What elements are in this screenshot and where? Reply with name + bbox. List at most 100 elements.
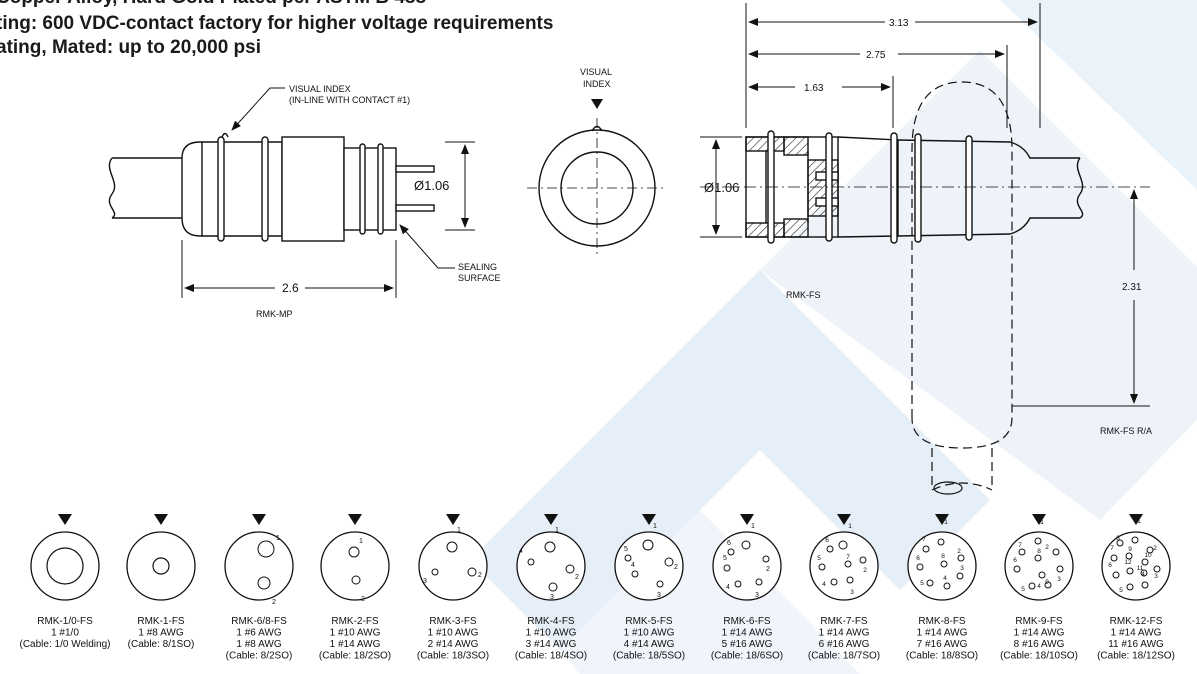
pin-number: 7 <box>922 536 926 543</box>
watermark-logo <box>470 0 1197 674</box>
face-outline <box>320 531 390 601</box>
contact-hole <box>1141 581 1149 589</box>
pin-number: 3 <box>1154 573 1158 580</box>
pin-number: 3 <box>960 565 964 572</box>
connector-spec-line: 2 #14 AWG <box>428 639 479 650</box>
front-index-label: INDEX <box>583 79 611 89</box>
pin-number: 10 <box>1144 552 1152 559</box>
pin-number: 6 <box>916 555 920 562</box>
pin-number: 5 <box>723 555 727 562</box>
contact-hole <box>656 580 664 588</box>
pin-number: 2 <box>863 567 867 574</box>
connector-spec-line: 8 #16 AWG <box>1014 639 1065 650</box>
pin-number: 3 <box>755 592 759 599</box>
spec-line-voltage: ting: 600 VDC-contact factory for higher… <box>0 13 554 34</box>
contact-hole <box>844 560 852 568</box>
pin-number: 2 <box>575 574 579 581</box>
contact-hole <box>838 540 848 550</box>
contact-hole <box>734 580 742 588</box>
pin-number: 5 <box>920 580 924 587</box>
contact-hole <box>755 578 763 586</box>
connector-part-name: RMK-6/8-FS <box>231 616 287 627</box>
pin-number: 11 <box>1137 565 1144 572</box>
contact-hole <box>956 572 964 580</box>
pin-number: 9 <box>1045 579 1049 586</box>
contact-hole <box>957 554 965 562</box>
contact-hole <box>1110 554 1118 562</box>
index-marker <box>252 514 266 525</box>
fs-dim-2-75: 2.75 <box>866 50 886 61</box>
contact-hole <box>723 564 731 572</box>
connector-spec-line: 3 #14 AWG <box>526 639 577 650</box>
index-marker <box>348 514 362 525</box>
contact-hole <box>1044 581 1052 589</box>
contact-hole <box>1052 548 1060 556</box>
pin-number: 1 <box>944 519 948 526</box>
contact-hole <box>846 576 854 584</box>
contact-hole <box>1126 567 1134 575</box>
index-marker <box>935 514 949 525</box>
contact-hole <box>548 582 558 592</box>
pin-number: 2 <box>957 548 961 555</box>
connector-spec-line: 1 #10 AWG <box>526 628 577 639</box>
contact-hole <box>1018 548 1026 556</box>
connector-spec-line: (Cable: 1/0 Welding) <box>20 639 111 650</box>
connector-part-name: RMK-12-FS <box>1110 616 1163 627</box>
connector-part-name: RMK-5-FS <box>625 616 673 627</box>
index-marker <box>1129 514 1143 525</box>
contact-hole <box>257 540 275 558</box>
contact-hole <box>1153 565 1161 573</box>
connector-spec-line: (Cable: 18/4SO) <box>515 651 587 662</box>
contact-hole <box>257 576 271 590</box>
contact-hole <box>152 557 170 575</box>
connector-part-name: RMK-8-FS <box>918 616 966 627</box>
connector-spec-line: 1 #10 AWG <box>428 628 479 639</box>
pin-number: 2 <box>766 566 770 573</box>
pin-number: 4 <box>822 581 826 588</box>
pin-number: 3 <box>423 578 427 585</box>
connector-spec-line: (Cable: 8/2SO) <box>226 651 293 662</box>
contact-hole <box>1116 539 1124 547</box>
contact-hole <box>940 560 948 568</box>
connector-spec-line: (Cable: 8/1SO) <box>128 639 195 650</box>
pin-number: 1 <box>1137 518 1141 525</box>
pin-number: 2 <box>674 564 678 571</box>
mp-part-name: RMK-MP <box>256 309 293 319</box>
pin-number: 4 <box>1037 583 1041 590</box>
contact-hole <box>467 567 477 577</box>
contact-hole <box>859 556 867 564</box>
connector-spec-line: 1 #6 AWG <box>236 628 281 639</box>
contact-hole <box>631 570 639 578</box>
connector-spec-line: 1 #14 AWG <box>330 639 381 650</box>
connector-spec-line: 4 #14 AWG <box>624 639 675 650</box>
pin-number: 7 <box>846 554 850 561</box>
connector-spec-line: 1 #14 AWG <box>722 628 773 639</box>
connector-spec-line: 1 #14 AWG <box>1014 628 1065 639</box>
contact-hole <box>446 541 458 553</box>
pin-number: 4 <box>943 575 947 582</box>
connector-spec-line: 7 #16 AWG <box>917 639 968 650</box>
connector-spec-line: (Cable: 18/5SO) <box>613 651 685 662</box>
connector-spec-line: 1 #8 AWG <box>236 639 281 650</box>
connector-part-name: RMK-1-FS <box>137 616 185 627</box>
fs-ra-part-name: RMK-FS R/A <box>1100 426 1152 436</box>
contact-hole <box>926 579 934 587</box>
contact-hole <box>1131 536 1139 544</box>
connector-spec-line: (Cable: 18/2SO) <box>319 651 391 662</box>
connector-spec-line: 1 #8 AWG <box>138 628 183 639</box>
connector-part-name: RMK-6-FS <box>723 616 771 627</box>
pin-number: 3 <box>850 589 854 596</box>
pin-number: 1 <box>848 523 852 530</box>
mp-surface-label: SURFACE <box>458 273 501 283</box>
mp-diameter-label: Ø1.06 <box>414 178 449 193</box>
pin-number: 4 <box>631 562 635 569</box>
connector-spec-line: 1 #14 AWG <box>1111 628 1162 639</box>
connector-part-name: RMK-2-FS <box>331 616 379 627</box>
